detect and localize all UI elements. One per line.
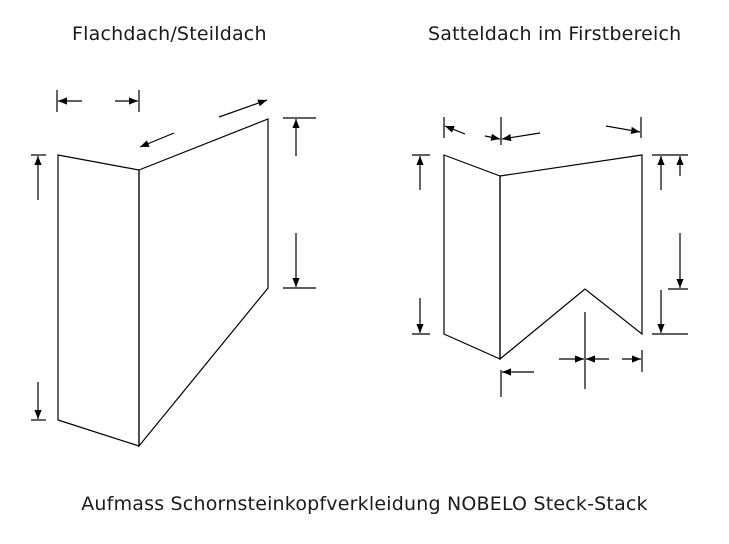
left-chimney-cladding <box>57 118 269 448</box>
right-dimension-marks <box>412 117 688 397</box>
right-chimney-cladding <box>443 154 643 361</box>
left-dimension-marks <box>31 90 316 421</box>
right-side-panel-notched <box>499 154 643 361</box>
diagram-caption: Aufmass Schornsteinkopfverkleidung NOBEL… <box>81 493 648 515</box>
left-front-panel <box>57 154 140 447</box>
right-diagram-title: Satteldach im Firstbereich <box>428 23 682 45</box>
right-front-panel <box>443 154 501 360</box>
left-side-panel <box>138 118 269 448</box>
left-diagram-title: Flachdach/Steildach <box>72 23 267 45</box>
